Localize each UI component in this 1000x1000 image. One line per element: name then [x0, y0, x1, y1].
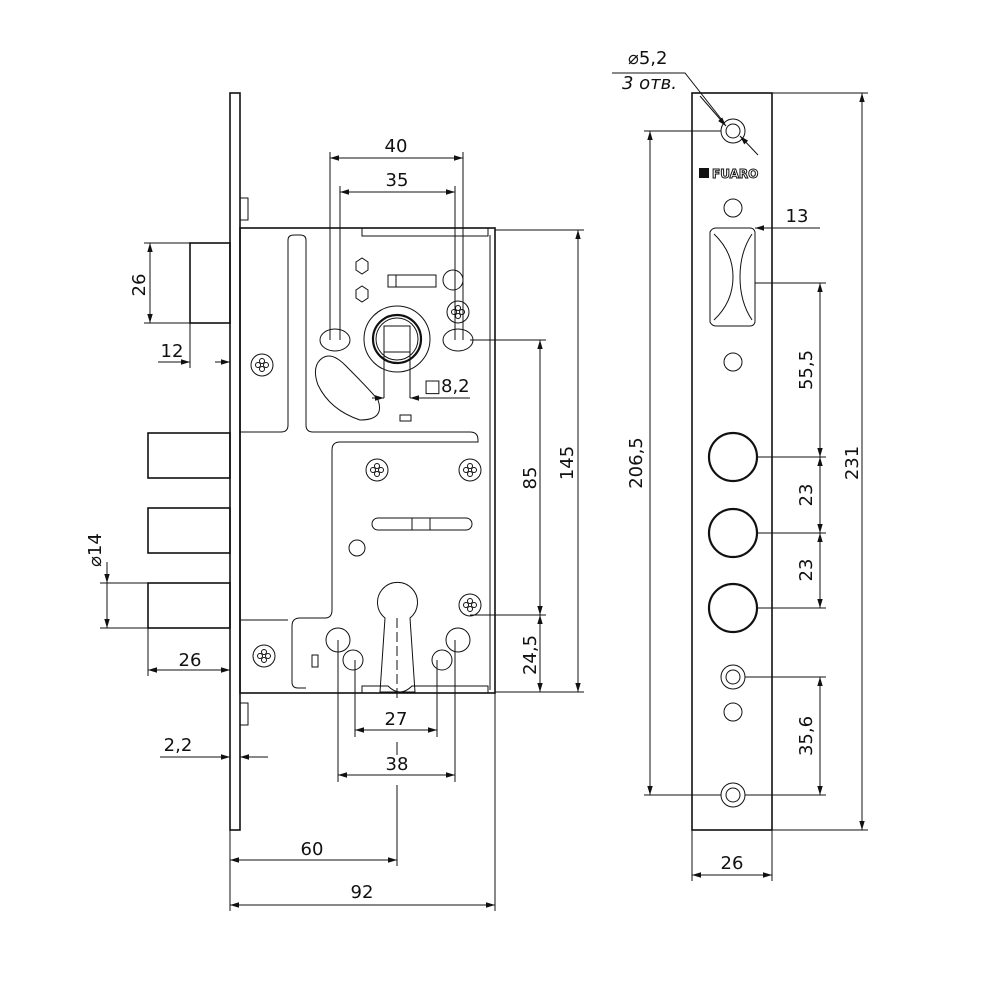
dim-2-2: 2,2: [164, 735, 193, 756]
dimensions-lock: 40 35 26 12 □8,2 85 24,5 145: [85, 136, 584, 911]
strike-plate: [691, 92, 773, 831]
dim-latch-height: 26: [129, 274, 150, 297]
dim-hole-diameter: ⌀5,2: [628, 48, 667, 69]
dim-35: 35: [386, 170, 409, 191]
screw-icon: [446, 300, 470, 324]
dim-55-5: 55,5: [796, 350, 817, 390]
screw-icon: [252, 644, 276, 668]
dim-35-6: 35,6: [796, 716, 817, 756]
dim-60: 60: [301, 839, 324, 860]
fuaro-logo: FUARO: [699, 167, 759, 182]
faceplate: [229, 92, 241, 831]
latch-bolt: [189, 242, 231, 324]
bolt-hole-3: [707, 582, 759, 634]
deadbolt-3: [147, 582, 231, 629]
screw-icon: [458, 458, 482, 482]
dim-24-5: 24,5: [520, 635, 541, 675]
lock-body-view: 40 35 26 12 □8,2 85 24,5 145: [85, 92, 584, 911]
dim-bolt-throw: 26: [179, 650, 202, 671]
bolt-hole-2: [707, 507, 759, 559]
dim-145: 145: [557, 446, 578, 480]
screw-icon: [365, 458, 389, 482]
bolt-hole-1: [707, 431, 759, 483]
lock-case: [239, 227, 496, 694]
dim-231: 231: [842, 446, 863, 480]
dim-27: 27: [385, 709, 408, 730]
strike-plate-view: FUARO ⌀5,2 3 отв. 206,5 231 13: [612, 48, 868, 881]
dim-latch-throw: 12: [161, 341, 184, 362]
dim-206-5: 206,5: [626, 437, 647, 489]
dimensions-strike: ⌀5,2 3 отв. 206,5 231 13 55,5 23 23 35,6…: [612, 48, 868, 881]
dim-hole-count: 3 отв.: [622, 73, 677, 94]
deadbolt-1: [147, 432, 231, 479]
dim-spindle-square: □8,2: [424, 376, 470, 397]
dim-40: 40: [385, 136, 408, 157]
dim-bolt-diameter: ⌀14: [85, 533, 106, 567]
latch-opening: [709, 227, 756, 327]
dim-85: 85: [520, 467, 541, 490]
svg-text:FUARO: FUARO: [712, 167, 758, 181]
screw-icon: [250, 353, 274, 377]
screw-icon: [458, 593, 482, 617]
dim-23-b: 23: [796, 559, 817, 582]
dim-13: 13: [786, 206, 809, 227]
dim-38: 38: [386, 754, 409, 775]
deadbolt-2: [147, 507, 231, 554]
dim-plate-width: 26: [721, 853, 744, 874]
dim-92: 92: [351, 882, 374, 903]
spindle-square: [383, 325, 411, 353]
dim-23-a: 23: [796, 484, 817, 507]
